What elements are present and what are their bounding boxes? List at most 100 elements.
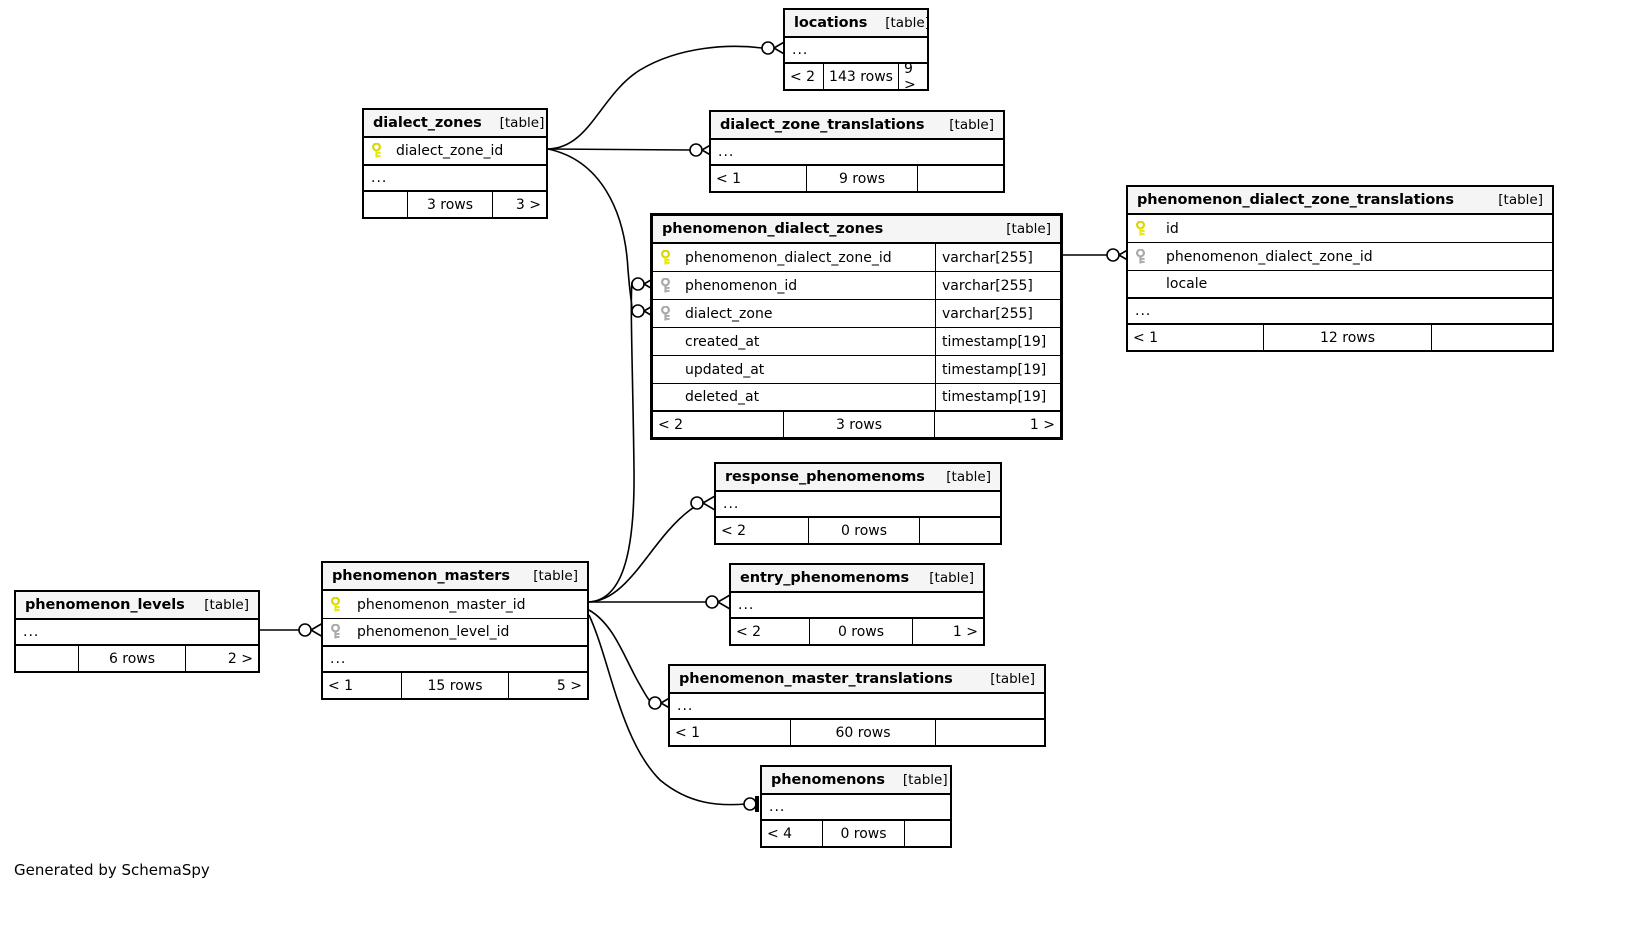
columns-ellipsis: ... bbox=[762, 795, 950, 821]
column-name: phenomenon_master_id bbox=[357, 596, 526, 613]
column-type: varchar[255] bbox=[935, 300, 1060, 327]
conn-circle-response bbox=[690, 496, 704, 510]
table-footer: < 1 9 rows bbox=[711, 166, 1003, 191]
table-name: phenomenon_dialect_zone_translations bbox=[1137, 191, 1454, 208]
column-type: timestamp[19] bbox=[935, 384, 1060, 410]
footer-children: 3 > bbox=[515, 196, 541, 213]
table-header: phenomenon_masters [table] bbox=[323, 563, 587, 591]
table-header: phenomenon_levels [table] bbox=[16, 592, 258, 620]
footer-parents bbox=[364, 192, 407, 217]
table-name: dialect_zones bbox=[373, 114, 482, 131]
primary-key-icon bbox=[1128, 215, 1152, 242]
table-tag: [table] bbox=[885, 14, 930, 31]
conn-circle-pdz-phenomenon bbox=[631, 277, 645, 291]
table-phenomenon-master-translations[interactable]: phenomenon_master_translations [table] .… bbox=[668, 664, 1046, 747]
table-response-phenomenoms[interactable]: response_phenomenoms [table] ... < 2 0 r… bbox=[714, 462, 1002, 545]
footer-children bbox=[905, 821, 950, 846]
table-header: phenomenon_dialect_zone_translations [ta… bbox=[1128, 187, 1552, 215]
footer-children: 5 > bbox=[556, 677, 582, 694]
columns-ellipsis: ... bbox=[1128, 299, 1552, 325]
column-row[interactable]: deleted_at timestamp[19] bbox=[653, 384, 1060, 412]
column-row[interactable]: phenomenon_master_id bbox=[323, 591, 587, 619]
footer-children: 9 > bbox=[904, 64, 916, 89]
column-row[interactable]: id bbox=[1128, 215, 1552, 243]
table-name: dialect_zone_translations bbox=[720, 116, 925, 133]
footer-parents: < 1 bbox=[1133, 329, 1159, 346]
footer-parents: < 4 bbox=[767, 825, 793, 842]
table-tag: [table] bbox=[946, 468, 991, 485]
table-tag: [table] bbox=[499, 114, 545, 131]
columns-ellipsis: ... bbox=[785, 38, 927, 64]
table-footer: < 1 60 rows bbox=[670, 720, 1044, 745]
footer-parents: < 2 bbox=[736, 623, 762, 640]
table-header: dialect_zone_translations [table] bbox=[711, 112, 1003, 140]
table-phenomenon-dialect-zone-translations[interactable]: phenomenon_dialect_zone_translations [ta… bbox=[1126, 185, 1554, 352]
column-type: timestamp[19] bbox=[935, 328, 1060, 355]
table-header: entry_phenomenoms [table] bbox=[731, 565, 983, 593]
footer-parents bbox=[16, 646, 78, 671]
column-name: locale bbox=[1166, 276, 1208, 292]
table-tag: [table] bbox=[902, 771, 948, 788]
table-footer: 6 rows 2 > bbox=[16, 646, 258, 671]
column-row[interactable]: dialect_zone varchar[255] bbox=[653, 300, 1060, 328]
table-entry-phenomenoms[interactable]: entry_phenomenoms [table] ... < 2 0 rows… bbox=[729, 563, 985, 646]
no-key-slot bbox=[1128, 271, 1152, 297]
columns-ellipsis: ... bbox=[711, 140, 1003, 166]
table-locations[interactable]: locations [table] ... < 2 143 rows 9 > bbox=[783, 8, 930, 91]
footer-rowcount: 3 rows bbox=[783, 412, 935, 437]
columns-ellipsis: ... bbox=[364, 166, 546, 192]
table-footer: < 1 12 rows bbox=[1128, 325, 1552, 350]
table-name: locations bbox=[794, 14, 868, 31]
table-phenomenons[interactable]: phenomenons [table] ... < 4 0 rows bbox=[760, 765, 952, 848]
table-phenomenon-levels[interactable]: phenomenon_levels [table] ... 6 rows 2 > bbox=[14, 590, 260, 673]
footer-children bbox=[1432, 325, 1552, 350]
table-dialect-zone-translations[interactable]: dialect_zone_translations [table] ... < … bbox=[709, 110, 1005, 193]
columns-ellipsis: ... bbox=[16, 620, 258, 646]
table-phenomenon-masters[interactable]: phenomenon_masters [table] phenomenon_ma… bbox=[321, 561, 589, 700]
conn-circle-locations bbox=[761, 41, 775, 55]
footer-rowcount: 0 rows bbox=[809, 619, 913, 644]
footer-parents: < 2 bbox=[658, 416, 684, 433]
column-row[interactable]: updated_at timestamp[19] bbox=[653, 356, 1060, 384]
column-name: dialect_zone_id bbox=[396, 143, 504, 159]
columns-ellipsis: ... bbox=[716, 492, 1000, 518]
column-row[interactable]: phenomenon_dialect_zone_id varchar[255] bbox=[653, 244, 1060, 272]
table-phenomenon-dialect-zones[interactable]: phenomenon_dialect_zones [table] phenome… bbox=[650, 213, 1063, 440]
columns-ellipsis: ... bbox=[670, 694, 1044, 720]
primary-key-icon bbox=[653, 244, 677, 271]
primary-key-icon bbox=[364, 138, 388, 164]
table-tag: [table] bbox=[533, 567, 578, 584]
table-dialect-zones[interactable]: dialect_zones [table] dialect_zone_id ..… bbox=[362, 108, 548, 219]
no-key-slot bbox=[653, 328, 677, 355]
footer-rowcount: 3 rows bbox=[407, 192, 493, 217]
footer-rowcount: 0 rows bbox=[808, 518, 920, 543]
conn-circle-entry bbox=[705, 595, 719, 609]
table-footer: < 2 143 rows 9 > bbox=[785, 64, 927, 89]
edge-dialect-zones-dzt bbox=[547, 148, 691, 151]
footer-rowcount: 60 rows bbox=[790, 720, 936, 745]
column-row[interactable]: phenomenon_id varchar[255] bbox=[653, 272, 1060, 300]
edge-masters-pmt bbox=[588, 609, 651, 702]
column-row[interactable]: phenomenon_level_id bbox=[323, 619, 587, 647]
column-row[interactable]: phenomenon_dialect_zone_id bbox=[1128, 243, 1552, 271]
column-name: id bbox=[1166, 220, 1179, 237]
column-name: phenomenon_id bbox=[685, 277, 798, 294]
footer-parents: < 2 bbox=[721, 522, 747, 539]
table-name: phenomenons bbox=[771, 771, 885, 788]
table-footer: < 2 3 rows 1 > bbox=[653, 412, 1060, 437]
footer-parents: < 1 bbox=[716, 170, 742, 187]
footer-rowcount: 12 rows bbox=[1263, 325, 1432, 350]
table-name: phenomenon_master_translations bbox=[679, 670, 953, 687]
footer-children bbox=[936, 720, 1044, 745]
column-row[interactable]: locale bbox=[1128, 271, 1552, 299]
table-tag: [table] bbox=[929, 569, 974, 586]
no-key-slot bbox=[653, 356, 677, 383]
column-row[interactable]: dialect_zone_id bbox=[364, 138, 546, 166]
footer-rowcount: 15 rows bbox=[401, 673, 509, 698]
table-name: response_phenomenoms bbox=[725, 468, 925, 485]
footer-children bbox=[918, 166, 1003, 191]
footer-rowcount: 0 rows bbox=[822, 821, 905, 846]
column-row[interactable]: created_at timestamp[19] bbox=[653, 328, 1060, 356]
footer-parents: < 1 bbox=[675, 724, 701, 741]
